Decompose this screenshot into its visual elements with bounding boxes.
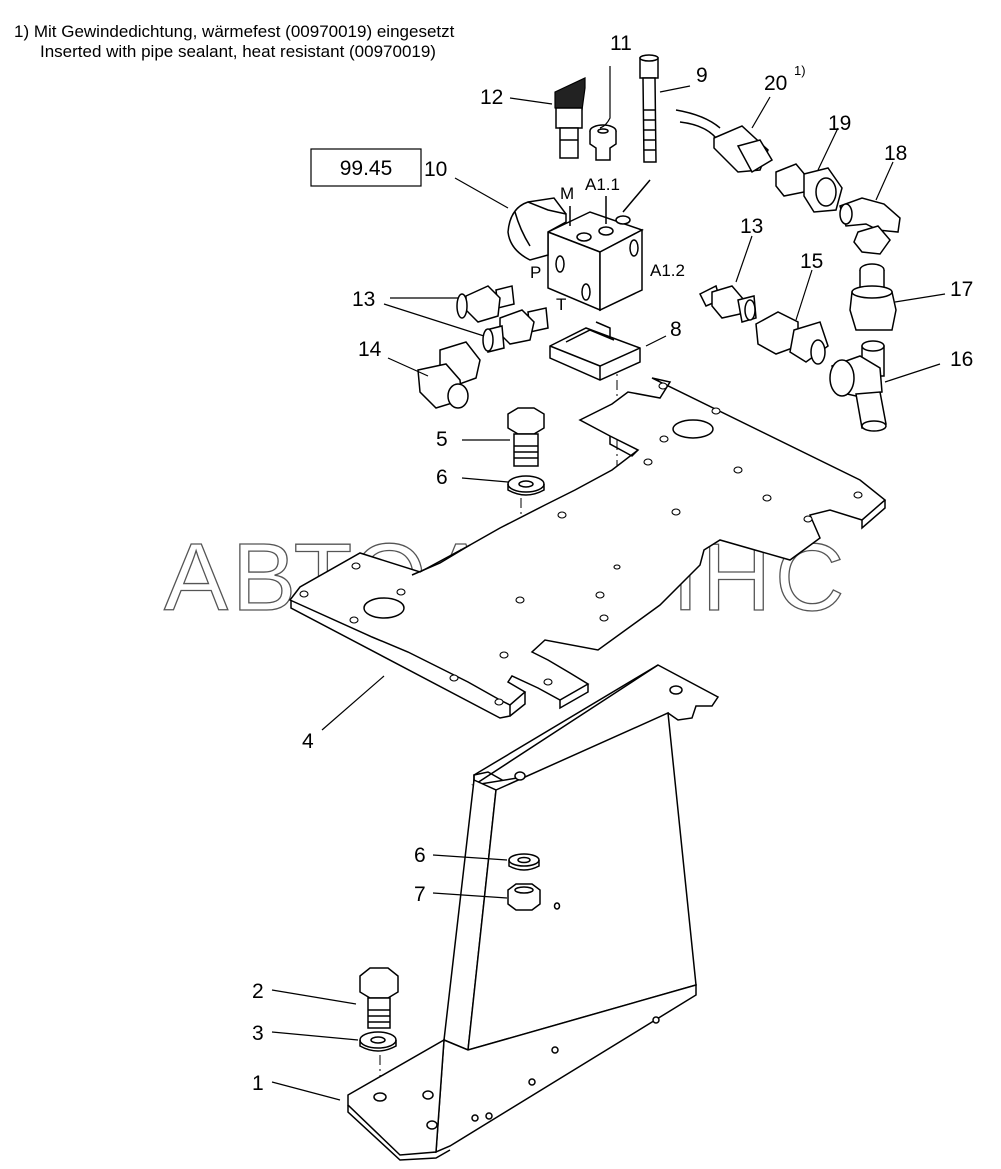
footnote: 1) Mit Gewindedichtung, wärmefest (00970… [14,22,454,62]
bolt-part-2 [359,967,399,1029]
valve-block [507,179,651,312]
callout-5: 5 [436,428,448,451]
washer-part-6-upper [507,475,545,496]
bolt-part-9 [639,54,659,163]
callout-13-right: 13 [740,215,763,238]
bracket-part-1 [347,664,720,1161]
bolt-part-5 [507,407,545,467]
pad-part-8 [549,321,641,381]
callout-7: 7 [414,883,426,906]
leader-lines [271,66,946,1101]
callout-4: 4 [302,730,314,753]
callout-13-left: 13 [352,288,375,311]
elbow-part-14 [417,341,481,409]
union-part-17 [849,263,897,331]
callout-20: 20 [764,72,787,95]
reference-number: 99.45 [340,157,393,180]
callout-16: 16 [950,348,973,371]
callout-6-lower: 6 [414,844,426,867]
fitting-part-12 [554,77,586,159]
mounting-plate-part-4 [288,377,887,719]
callout-11: 11 [610,32,632,55]
callout-8: 8 [670,318,682,341]
callout-3: 3 [252,1022,264,1045]
reference-box: 99.45 [310,148,422,187]
port-label-a12: A1.2 [650,261,685,280]
callout-12: 12 [480,86,503,109]
callout-1: 1 [252,1072,264,1095]
plug-part-11 [589,124,617,161]
footnote-line-german: 1) Mit Gewindedichtung, wärmefest (00970… [14,22,455,41]
callout-14: 14 [358,338,382,361]
sensor-part-20 [675,109,774,174]
callout-10: 10 [424,158,447,181]
washer-part-3 [359,1031,397,1052]
callout-19: 19 [828,112,851,135]
callout-18: 18 [884,142,907,165]
port-label-m: M [560,184,574,203]
callout-9: 9 [696,64,708,87]
callout-2: 2 [252,980,264,1003]
footnote-line-english: Inserted with pipe sealant, heat resista… [40,42,436,61]
callout-6-upper: 6 [436,466,448,489]
elbow-part-18 [839,197,901,255]
port-label-t: T [556,295,566,314]
callout-15: 15 [800,250,823,273]
connector-part-13-lower [482,307,549,353]
connector-part-13-upper [456,285,515,323]
tee-part-16 [829,340,887,432]
washer-part-6-lower [508,853,540,871]
union-part-15 [755,311,829,365]
port-label-p: P [530,263,541,282]
union-part-19 [775,163,843,213]
callout-20-footnote-mark: 1) [794,63,806,78]
nut-part-7 [507,883,541,911]
port-label-a11: A1.1 [585,175,620,194]
connector-part-13-right [698,284,757,323]
callout-17: 17 [950,278,973,301]
